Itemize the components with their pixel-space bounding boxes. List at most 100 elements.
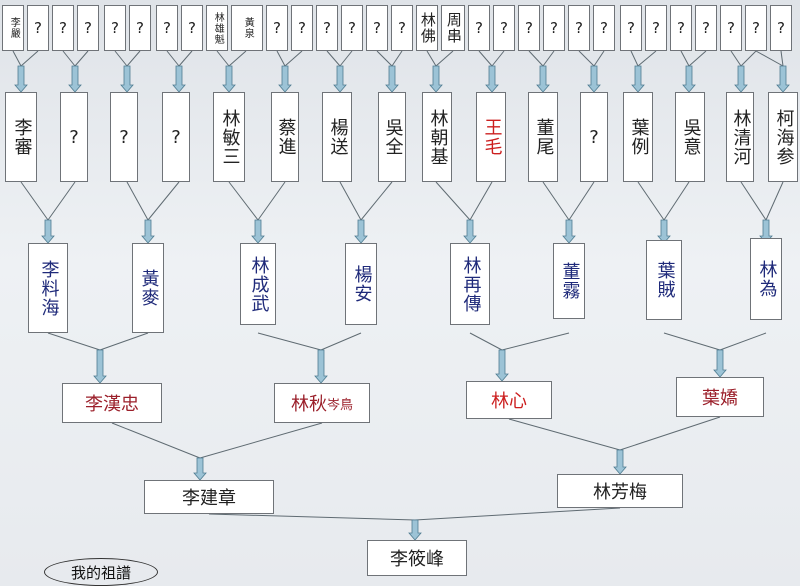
ancestor-box: ? [468, 5, 490, 51]
down-arrow-icon [141, 219, 155, 244]
down-arrow-icon [222, 65, 236, 93]
great-grandparent-box: ? [110, 92, 138, 182]
down-arrow-icon [562, 219, 576, 244]
connector-line [114, 50, 128, 67]
ancestor-box: ? [156, 5, 178, 51]
connector-line [528, 50, 544, 67]
connector-line [568, 181, 595, 221]
connector-line [508, 418, 621, 451]
great-grandparent-box: 林清河 [726, 92, 754, 182]
connector-line [426, 50, 437, 67]
connector-line [376, 50, 393, 67]
ancestor-box: ? [366, 5, 388, 51]
parent-generation-box: 林心 [466, 381, 552, 419]
down-arrow-icon [495, 349, 509, 382]
great-grandparent-box: 蔡進 [271, 92, 299, 182]
connector-line [228, 50, 247, 67]
grandparent-box: 董霧 [553, 243, 585, 319]
ancestor-box: ? [266, 5, 288, 51]
connector-line [20, 181, 49, 221]
connector-line [111, 422, 201, 459]
great-grandparent-box: 楊送 [322, 92, 352, 182]
down-arrow-icon [193, 457, 207, 481]
connector-line [216, 50, 230, 67]
connector-line [339, 50, 353, 67]
parent-box: 李建章 [144, 480, 274, 514]
connector-line [478, 50, 493, 67]
connector-line [637, 181, 665, 221]
down-arrow-icon [657, 219, 671, 244]
ancestor-box: 李嚴 [2, 5, 24, 51]
ancestor-box: ? [391, 5, 413, 51]
down-arrow-icon [93, 349, 107, 384]
ancestor-box: ? [27, 5, 49, 51]
connector-line [435, 181, 471, 221]
connector-line [435, 50, 454, 67]
connector-line [619, 416, 721, 451]
great-grandparent-box: 王毛 [476, 92, 506, 182]
grandparent-box: 林再傳 [450, 243, 490, 325]
connector-line [542, 50, 555, 67]
down-arrow-icon [463, 219, 477, 244]
connector-line [414, 507, 621, 521]
great-grandparent-box: 董尾 [528, 92, 558, 182]
down-arrow-icon [631, 65, 645, 93]
ancestor-box: ? [316, 5, 338, 51]
down-arrow-icon [14, 65, 28, 93]
ancestor-box: ? [770, 5, 792, 51]
great-grandparent-box: 吳全 [378, 92, 406, 182]
down-arrow-icon [278, 65, 292, 93]
ancestor-box: ? [543, 5, 565, 51]
down-arrow-icon [68, 65, 82, 93]
ancestor-box: ? [129, 5, 151, 51]
great-grandparent-box: ? [580, 92, 608, 182]
connector-line [663, 181, 690, 221]
grandparent-box: 黃麥 [132, 243, 164, 333]
down-arrow-icon [354, 219, 368, 244]
connector-line [501, 332, 570, 351]
down-arrow-icon [429, 65, 443, 93]
connector-line [257, 181, 286, 221]
ancestor-box: 林佛 [416, 5, 438, 51]
down-arrow-icon [41, 219, 55, 244]
ancestor-box: ? [695, 5, 717, 51]
connector-line [593, 50, 605, 67]
connector-line [326, 50, 341, 67]
down-arrow-icon [587, 65, 601, 93]
connector-line [740, 50, 757, 67]
connector-line [320, 332, 362, 351]
great-grandparent-box: 柯海参 [768, 92, 798, 182]
connector-line [147, 181, 180, 221]
ancestor-box: ? [181, 5, 203, 51]
connector-line [276, 50, 286, 67]
connector-line [755, 50, 784, 67]
parent-box: 林芳梅 [557, 474, 683, 508]
connector-line [637, 50, 657, 67]
ancestor-box: ? [291, 5, 313, 51]
ancestor-box: ? [645, 5, 667, 51]
ancestor-box: 周串 [441, 5, 465, 51]
ancestor-box: ? [493, 5, 515, 51]
down-arrow-icon [172, 65, 186, 93]
ancestor-box: ? [670, 5, 692, 51]
connector-line [780, 50, 784, 67]
connector-line [178, 50, 193, 67]
ancestor-box: ? [745, 5, 767, 51]
connector-line [719, 332, 767, 351]
parent-generation-name: 林秋 [290, 394, 327, 415]
ancestor-box: 林雄魁 [206, 5, 228, 51]
ancestor-box: ? [620, 5, 642, 51]
ancestor-box: ? [77, 5, 99, 51]
great-grandparent-box: 葉例 [623, 92, 653, 182]
connector-line [20, 50, 39, 67]
down-arrow-icon [333, 65, 347, 93]
self-box: 李筱峰 [367, 540, 467, 576]
connector-line [680, 50, 690, 67]
connector-line [339, 181, 362, 221]
connector-line [62, 50, 76, 67]
down-arrow-icon [408, 519, 422, 541]
connector-line [199, 422, 323, 459]
down-arrow-icon [776, 65, 790, 93]
